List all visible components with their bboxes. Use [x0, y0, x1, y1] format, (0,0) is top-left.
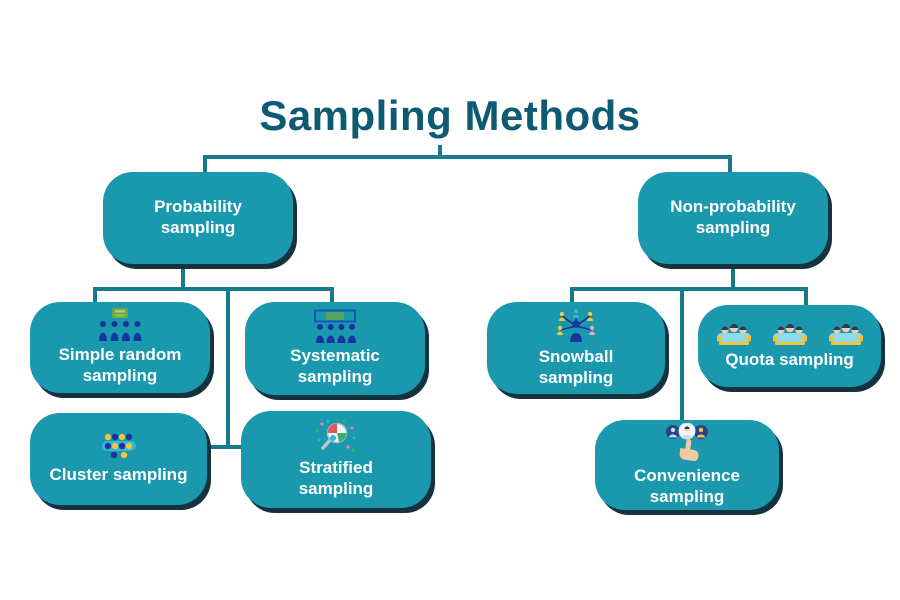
- connector-convenience-drop: [680, 287, 684, 423]
- node-label: Probability sampling: [154, 197, 242, 237]
- connector-left-rail: [93, 287, 334, 291]
- node-label: Snowball sampling: [538, 346, 614, 387]
- node-label: Cluster sampling: [49, 465, 188, 485]
- connector-cluster-stratified-link: [203, 445, 245, 449]
- node-label: Non-probability sampling: [670, 197, 796, 237]
- connector-systematic-drop: [330, 287, 334, 307]
- dot-cluster-icon: [101, 433, 136, 459]
- node-cluster-sampling: Cluster sampling: [30, 413, 207, 505]
- node-simple-random-sampling: Simple random sampling: [30, 302, 210, 393]
- diagram-title: Sampling Methods: [259, 92, 641, 139]
- connector-top-rail: [203, 155, 732, 159]
- node-label: Simple random sampling: [58, 345, 182, 385]
- tap-hand-icon: [666, 422, 708, 461]
- node-non-probability-sampling: Non-probability sampling: [638, 172, 828, 264]
- framed-people-icon: [314, 309, 356, 344]
- connector-top-left-drop: [203, 155, 207, 177]
- node-convenience-sampling: Convenience sampling: [595, 420, 779, 510]
- node-snowball-sampling: Snowball sampling: [487, 302, 665, 394]
- node-label: Stratified sampling: [298, 458, 374, 498]
- node-stratified-sampling: Stratified sampling: [241, 411, 431, 508]
- node-probability-sampling: Probability sampling: [103, 172, 293, 264]
- connector-quota-drop: [804, 287, 808, 309]
- connector-right-rail: [570, 287, 808, 291]
- node-quota-sampling: Quota sampling: [698, 305, 881, 387]
- people-groups-icon: [716, 323, 863, 346]
- magnifier-segments-icon: [315, 419, 356, 452]
- connector-top-right-drop: [728, 155, 732, 177]
- connector-simple-random-drop: [93, 287, 97, 307]
- connector-snowball-drop: [570, 287, 574, 307]
- connector-probability-drop: [181, 260, 185, 290]
- connector-nonprobability-drop: [731, 260, 735, 290]
- node-systematic-sampling: Systematic sampling: [245, 302, 425, 395]
- random-people-icon: [99, 308, 142, 342]
- connector-left-center-drop: [226, 287, 230, 449]
- node-label: Quota sampling: [725, 350, 854, 370]
- node-label: Convenience sampling: [634, 465, 740, 506]
- connector-title-stub: [438, 145, 442, 158]
- node-label: Systematic sampling: [290, 346, 380, 386]
- referral-network-icon: [557, 308, 595, 342]
